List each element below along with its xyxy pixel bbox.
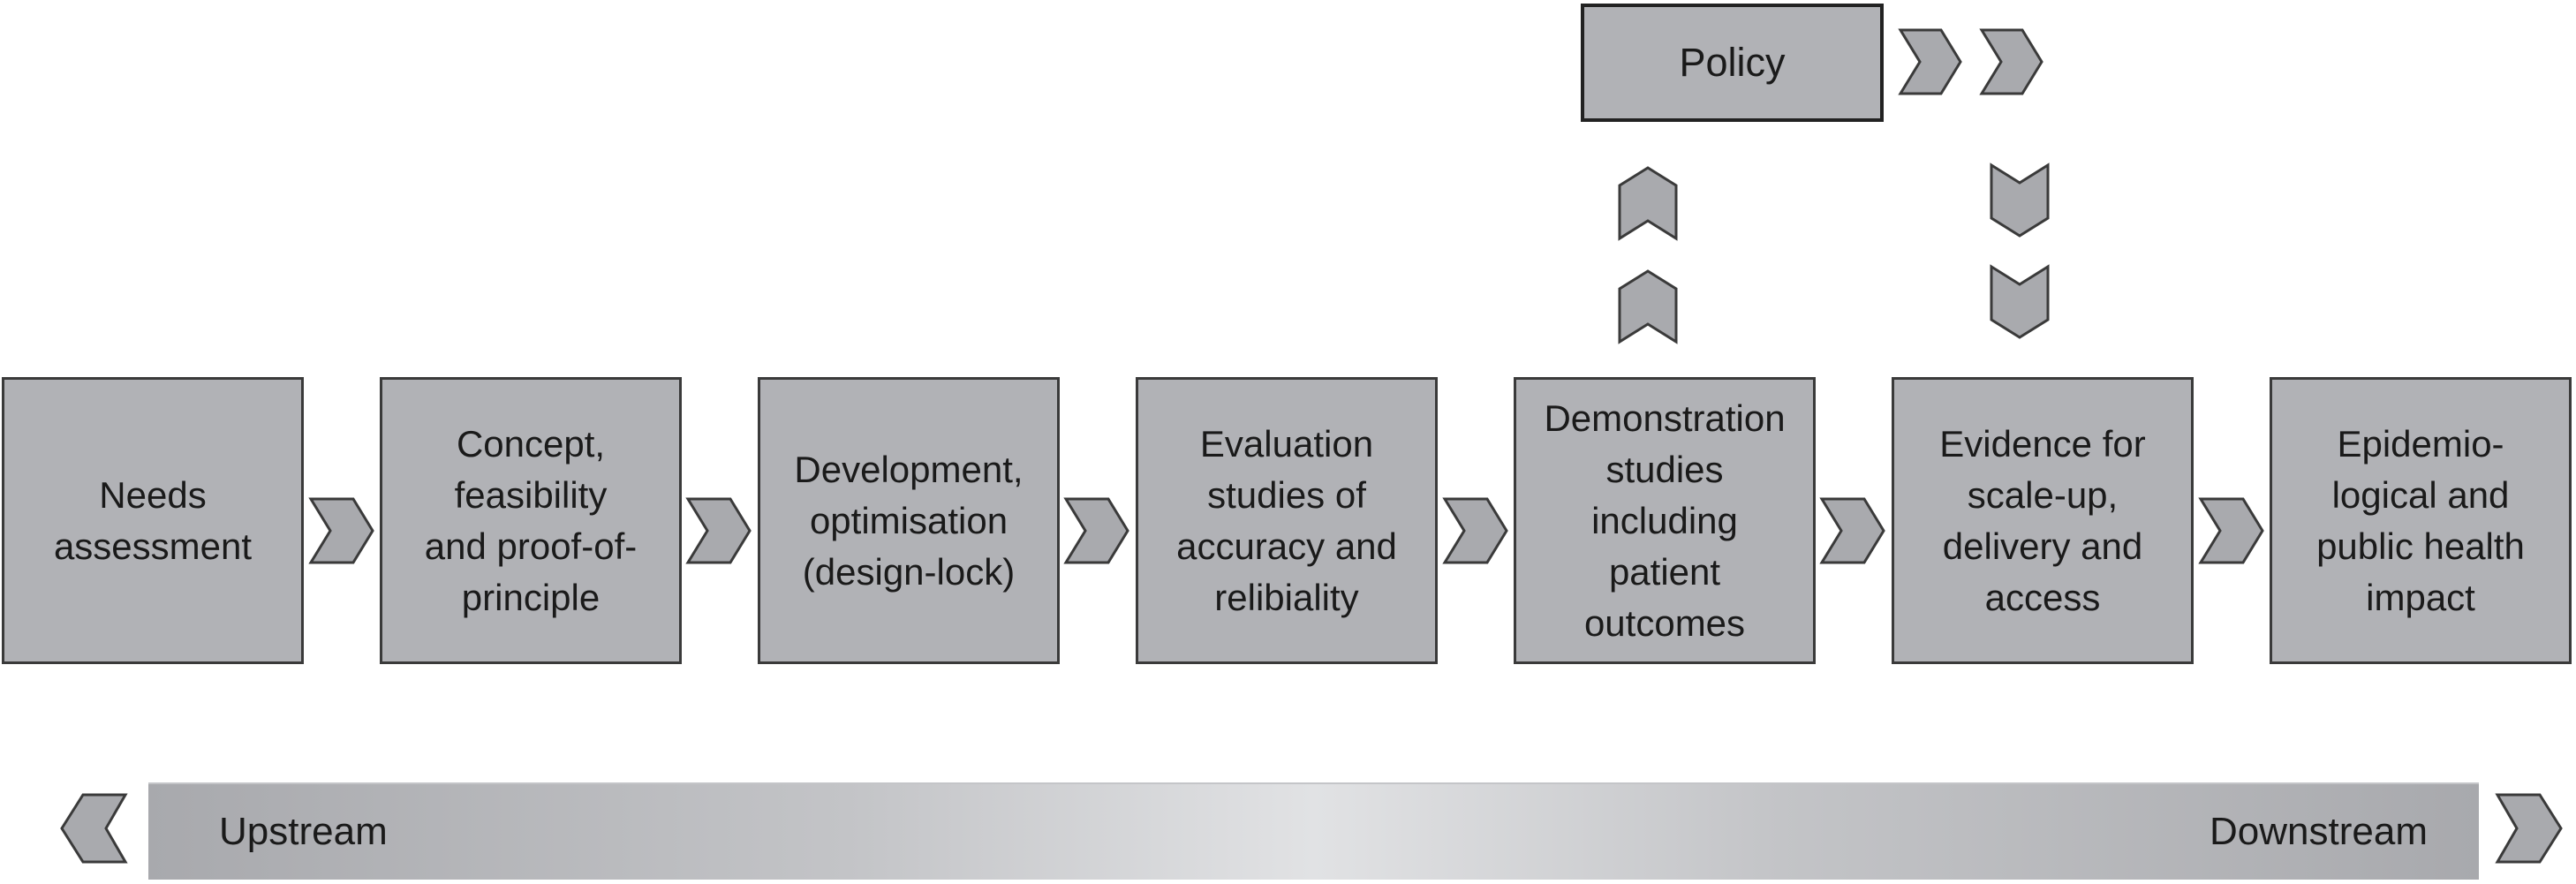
stage-needs-assessment: Needs assessment: [2, 377, 304, 664]
stage-label: Development, optimisation (design-lock): [794, 448, 1024, 593]
stage-label: Evidence for scale-up, delivery and acce…: [1939, 422, 2146, 618]
chevron-left-icon: [60, 793, 128, 864]
chevron-right-icon: [308, 497, 374, 564]
upstream-downstream-band: Upstream Downstream: [148, 782, 2479, 880]
stage-epidemiological-impact: Epidemio- logical and public health impa…: [2270, 377, 2572, 664]
chevron-right-icon: [1442, 497, 1508, 564]
chevron-right-icon: [1898, 28, 1962, 95]
chevron-right-icon: [1063, 497, 1129, 564]
stage-concept-feasibility: Concept, feasibility and proof-of- princ…: [380, 377, 682, 664]
chevron-right-icon: [2495, 793, 2563, 864]
stage-evidence-scale-up: Evidence for scale-up, delivery and acce…: [1892, 377, 2194, 664]
chevron-right-icon: [685, 497, 752, 564]
stage-label: Concept, feasibility and proof-of- princ…: [424, 422, 638, 618]
stage-label: Demonstration studies including patient …: [1544, 397, 1786, 644]
chevron-right-icon: [1819, 497, 1885, 564]
stage-development-optimisation: Development, optimisation (design-lock): [758, 377, 1060, 664]
stage-label: Needs assessment: [53, 473, 253, 567]
upstream-label: Upstream: [219, 810, 388, 853]
chevron-down-icon: [1990, 264, 2050, 339]
chevron-right-icon: [2198, 497, 2264, 564]
chevron-right-icon: [1979, 28, 2043, 95]
downstream-label: Downstream: [2210, 810, 2428, 853]
policy-box: Policy: [1581, 4, 1884, 122]
stage-label: Evaluation studies of accuracy and relib…: [1176, 422, 1397, 618]
stage-label: Epidemio- logical and public health impa…: [2316, 422, 2525, 618]
stage-demonstration-studies: Demonstration studies including patient …: [1514, 377, 1816, 664]
policy-label: Policy: [1679, 40, 1786, 85]
chevron-down-icon: [1990, 162, 2050, 238]
chevron-up-icon: [1618, 269, 1678, 344]
stage-evaluation-studies: Evaluation studies of accuracy and relib…: [1136, 377, 1438, 664]
chevron-up-icon: [1618, 166, 1678, 241]
